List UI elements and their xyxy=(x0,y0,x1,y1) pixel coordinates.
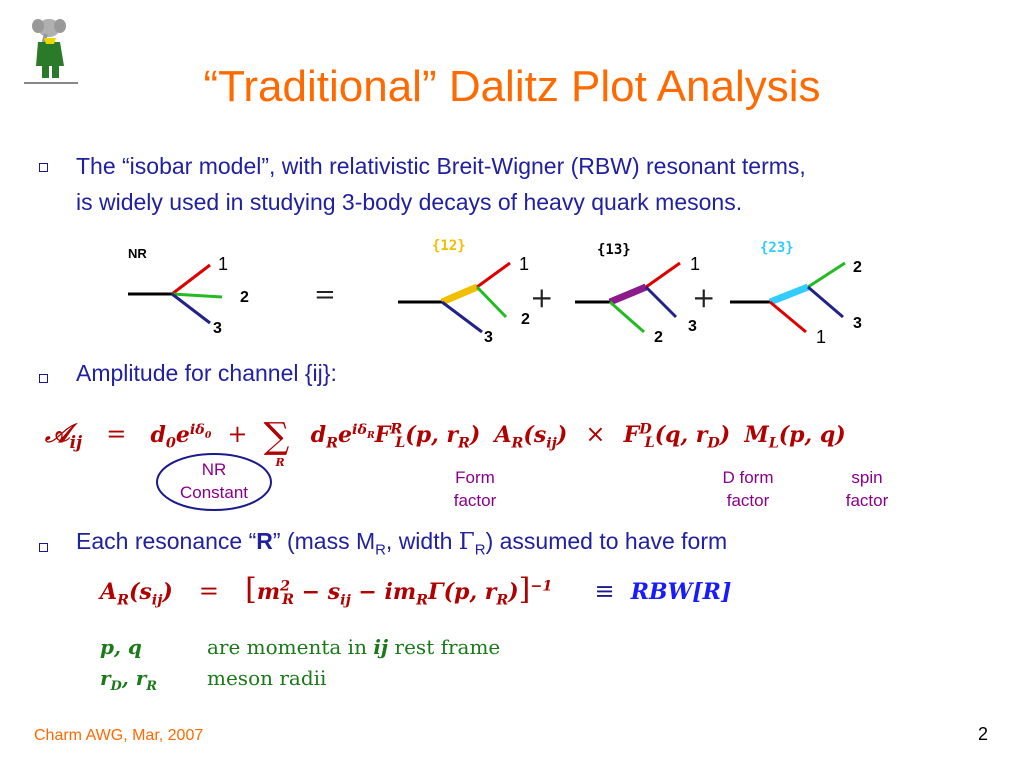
nr-leg-1: 1 xyxy=(218,254,229,274)
channel-23-label: {23} xyxy=(760,240,794,256)
channel-23-diagram xyxy=(730,261,846,334)
channel-12-diagram xyxy=(398,261,511,334)
decay-diagrams xyxy=(128,261,846,334)
ch23-leg-2: 2 xyxy=(853,259,862,276)
caption-nr-constant: NR Constant xyxy=(179,460,249,502)
nr-diagram xyxy=(128,263,223,325)
diagram-equals: = xyxy=(314,280,336,310)
ch13-leg-2: 2 xyxy=(654,329,663,346)
ch13-leg-3: 3 xyxy=(688,318,697,335)
nr-constant-ellipse xyxy=(156,453,272,511)
ch12-leg-1: 1 xyxy=(519,254,530,274)
ch23-leg-3: 3 xyxy=(853,315,862,332)
ch13-leg-1: 1 xyxy=(690,254,701,274)
caption-spin-factor: spin factor xyxy=(845,468,889,510)
ch12-leg-2: 2 xyxy=(521,311,530,328)
footer-left: Charm AWG, Mar, 2007 xyxy=(34,727,204,744)
bullet-marker xyxy=(39,543,48,552)
bullet-isobar-line1: The “isobar model”, with relativistic Br… xyxy=(76,153,806,179)
diagram-plus-1: + xyxy=(530,281,554,314)
caption-d-form-factor: D form factor xyxy=(722,468,774,510)
bullet-amplitude: Amplitude for channel {ij}: xyxy=(76,360,337,386)
bullet-marker xyxy=(39,163,48,172)
bullet-isobar-line2: is widely used in studying 3-body decays… xyxy=(76,189,743,215)
amplitude-formula: 𝒜ij = d0eiδ0 + ∑ R dReiδRFRL(p, rR) AR(s… xyxy=(45,416,846,469)
channel-13-label: {13} xyxy=(597,242,631,258)
channel-12-label: {12} xyxy=(432,238,466,254)
diagram-plus-2: + xyxy=(692,281,716,314)
caption-form-factor: Form factor xyxy=(453,468,497,510)
rbw-formula: AR(sij) = [m2R − sij − imRΓ(p, rR)]−1 ≡ … xyxy=(100,572,732,609)
nr-leg-2: 2 xyxy=(240,289,249,306)
channel-13-diagram xyxy=(575,261,681,334)
nr-label: NR xyxy=(128,246,147,261)
nr-leg-3: 3 xyxy=(213,320,222,337)
bullet-isobar-model: The “isobar model”, with relativistic Br… xyxy=(76,148,1006,220)
bullet-resonance: Each resonance “R” (mass MR, width ΓR) a… xyxy=(76,528,728,559)
logo xyxy=(16,14,86,90)
ch23-leg-1: 1 xyxy=(816,327,827,347)
bullet-marker xyxy=(39,374,48,383)
page-title: “Traditional” Dalitz Plot Analysis xyxy=(203,62,821,111)
page-number: 2 xyxy=(978,724,989,744)
ch12-leg-3: 3 xyxy=(484,329,493,346)
